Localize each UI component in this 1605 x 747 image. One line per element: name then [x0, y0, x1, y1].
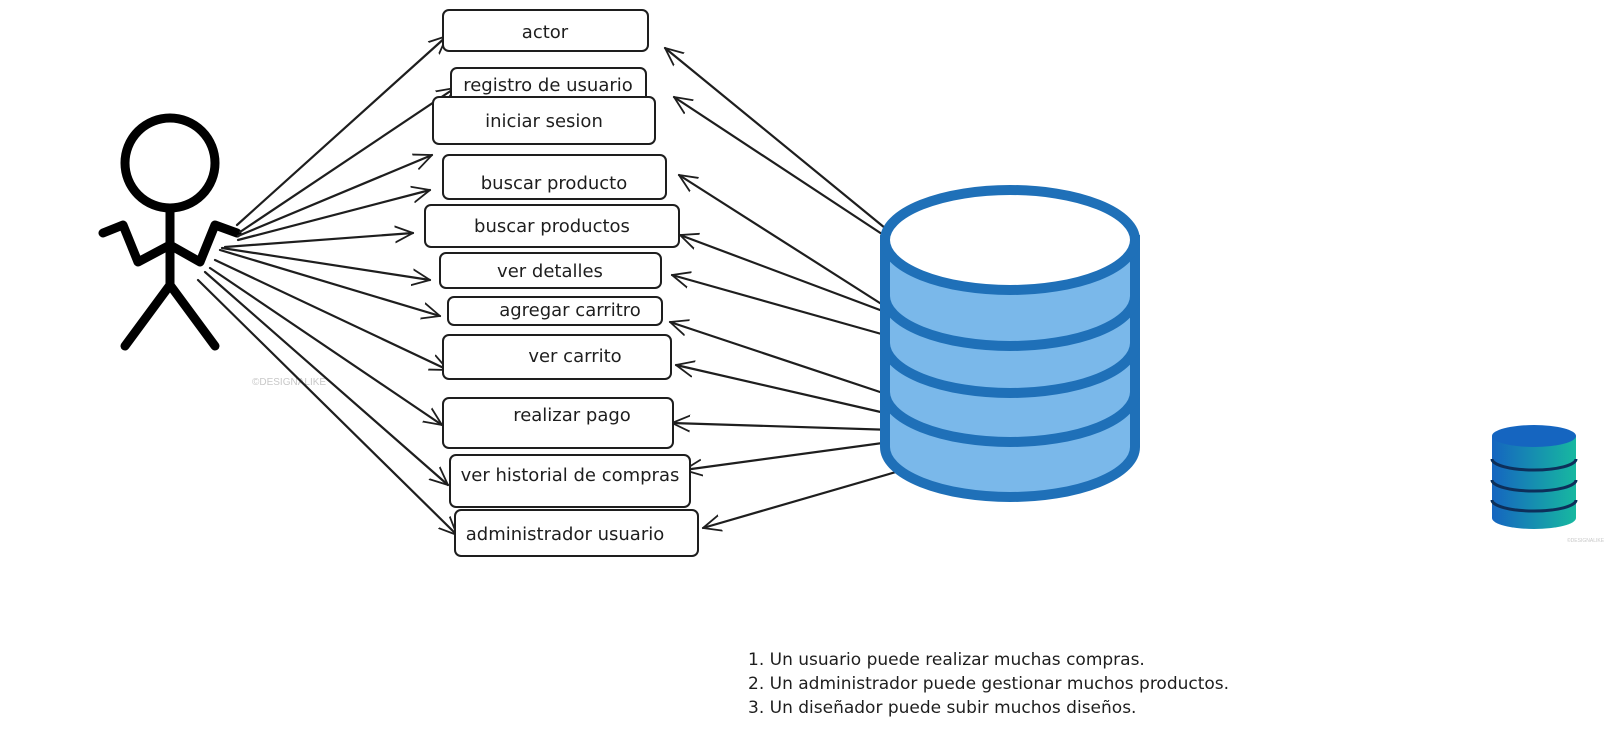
association-arrow — [701, 463, 922, 528]
use-case-administrador-usuario[interactable]: administrador usuario — [454, 509, 699, 557]
association-arrow — [670, 423, 897, 430]
use-case-label: buscar productos — [474, 216, 630, 237]
small-database-icon — [1490, 425, 1578, 529]
use-case-label: ver detalles — [497, 261, 603, 282]
association-arrow — [682, 438, 907, 470]
use-case-label: registro de usuario — [463, 75, 633, 96]
use-case-buscar-productos[interactable]: buscar productos — [424, 204, 680, 248]
association-arrow — [218, 248, 442, 316]
use-case-label: realizar pago — [513, 405, 631, 426]
use-case-ver-historial-de-compras[interactable]: ver historial de compras — [449, 454, 691, 508]
use-case-label: buscar producto — [481, 173, 628, 194]
actor-association-arrows — [196, 34, 459, 537]
use-case-iniciar-sesion[interactable]: iniciar sesion — [432, 96, 656, 145]
association-arrow — [236, 155, 434, 238]
stick-figure-icon — [98, 113, 242, 351]
use-case-buscar-producto[interactable]: buscar producto — [442, 154, 667, 200]
note-item: 2. Un administrador puede gestionar much… — [748, 674, 1230, 694]
association-arrow — [670, 275, 887, 337]
association-arrow — [208, 266, 444, 427]
use-case-actor[interactable]: actor — [442, 9, 649, 52]
association-arrow — [674, 365, 887, 415]
use-case-label: iniciar sesion — [485, 111, 603, 132]
association-arrow — [663, 46, 887, 230]
association-arrow — [235, 34, 449, 227]
association-arrow — [213, 258, 450, 372]
association-arrow — [668, 322, 882, 394]
database-icon — [880, 185, 1140, 502]
association-arrow — [196, 278, 459, 537]
use-case-ver-detalles[interactable]: ver detalles — [439, 252, 662, 289]
association-arrow — [672, 95, 890, 240]
database-association-arrows — [663, 46, 922, 528]
use-case-label: actor — [522, 22, 569, 43]
use-case-label: agregar carritro — [499, 300, 641, 321]
use-case-label: ver historial de compras — [461, 465, 680, 486]
use-case-agregar-carritro[interactable]: agregar carritro — [447, 296, 663, 326]
notes-list: 1. Un usuario puede realizar muchas comp… — [748, 648, 1229, 720]
association-arrow — [678, 235, 882, 312]
use-case-ver-carrito[interactable]: ver carrito — [442, 334, 672, 380]
association-arrow — [236, 190, 432, 242]
association-arrow — [220, 246, 432, 280]
actor-watermark: ©DESIGNALIKE — [252, 377, 326, 388]
association-arrow — [223, 233, 415, 249]
note-item: 1. Un usuario puede realizar muchas comp… — [748, 650, 1145, 670]
use-case-label: administrador usuario — [466, 524, 664, 545]
note-item: 3. Un diseñador puede subir muchos diseñ… — [748, 698, 1137, 718]
association-arrow — [203, 270, 450, 487]
association-arrow — [238, 86, 457, 234]
use-case-realizar-pago[interactable]: realizar pago — [442, 397, 674, 449]
association-arrow — [677, 173, 885, 307]
use-case-label: ver carrito — [528, 346, 621, 367]
small-database-watermark: ©DESIGNALIKE — [1567, 537, 1605, 544]
